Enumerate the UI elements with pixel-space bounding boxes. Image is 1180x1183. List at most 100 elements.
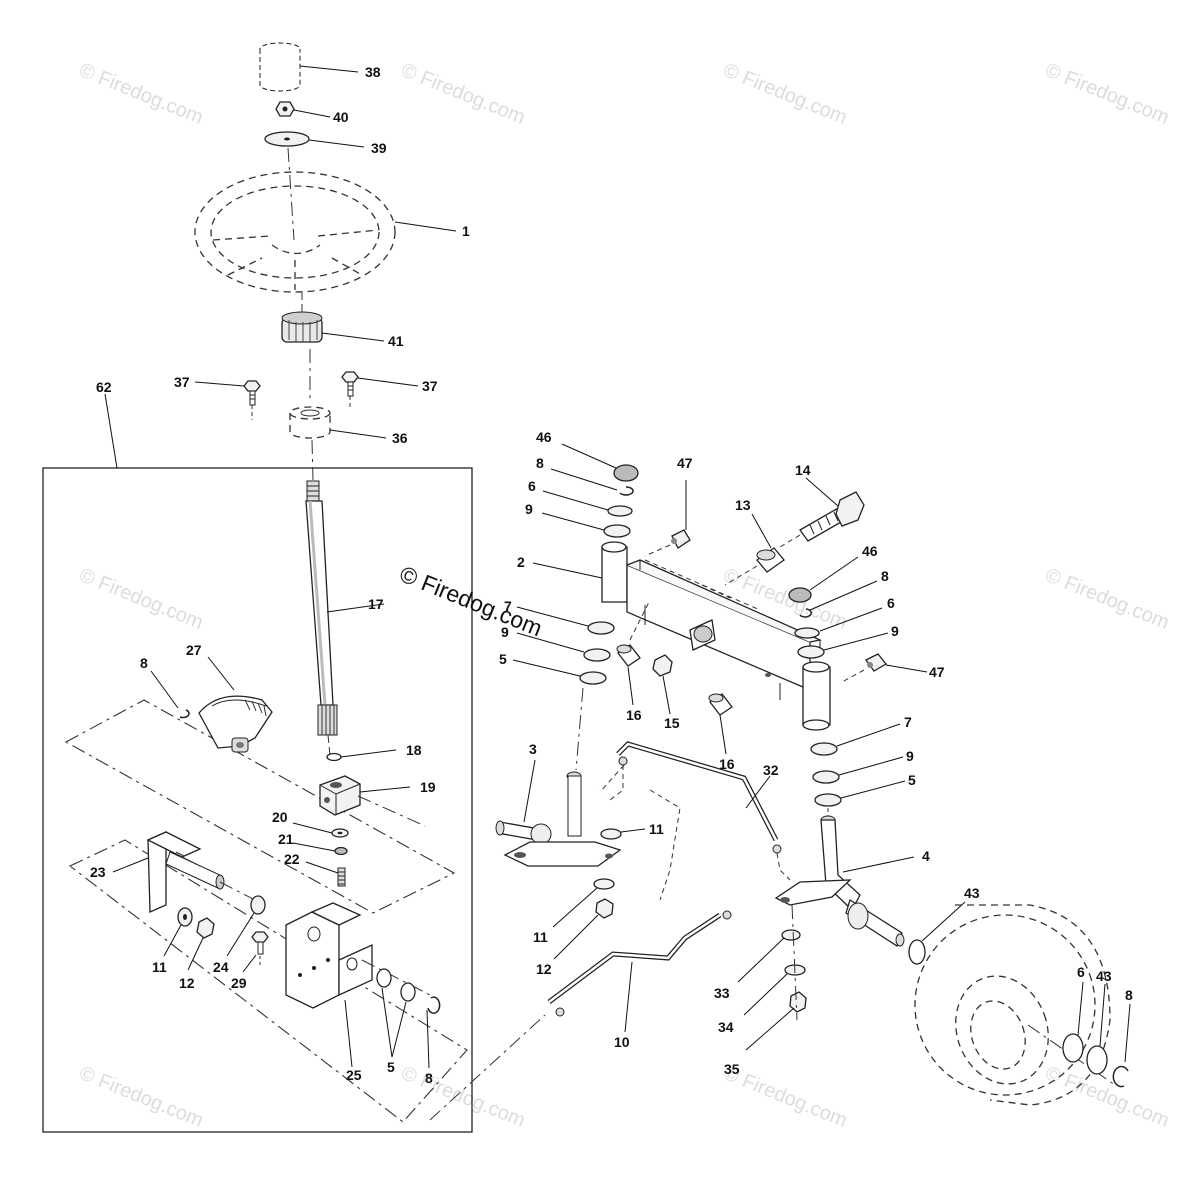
steering-wheel-part-1 [194, 147, 396, 293]
label-16-left: 16 [626, 707, 642, 723]
washer-part-7-right [810, 742, 838, 756]
nut-part-35 [789, 991, 807, 1013]
watermark: © Firedog.com [76, 1062, 206, 1132]
bushing-part-36 [289, 349, 331, 439]
label-29: 29 [231, 975, 247, 991]
label-5-lower: 5 [387, 1059, 395, 1075]
label-23: 23 [90, 864, 106, 880]
label-35: 35 [724, 1061, 740, 1077]
e-clip-part-8-wheel [1112, 1065, 1129, 1088]
label-38: 38 [365, 64, 381, 80]
part-number-labels: 38 40 39 1 41 37 37 36 62 17 27 8 18 19 … [90, 64, 1133, 1086]
label-12-left: 12 [179, 975, 195, 991]
e-clip-part-8-right [799, 608, 812, 618]
label-18: 18 [406, 742, 422, 758]
cap-part-46-right [788, 587, 812, 603]
drag-link-part-10 [547, 764, 732, 1017]
bracket-part-25 [285, 902, 431, 1009]
washer-part-5-right [814, 793, 842, 807]
pin-part-16-left [616, 599, 651, 667]
label-8-gear: 8 [140, 655, 148, 671]
label-1: 1 [462, 223, 470, 239]
cap-part-46-left [613, 464, 639, 482]
nut-part-40 [275, 101, 295, 117]
sector-gear-part-27 [198, 695, 273, 753]
nut-part-15 [652, 654, 673, 677]
pivot-bracket-part-23 [146, 830, 256, 913]
steering-shaft-part-17 [305, 439, 338, 756]
label-17: 17 [368, 596, 384, 612]
washer-part-9-right [797, 645, 825, 659]
label-6-right: 6 [887, 595, 895, 611]
bolt-part-29 [251, 931, 269, 968]
label-19: 19 [420, 779, 436, 795]
washer-part-43-outer [1086, 1045, 1108, 1075]
label-11-left: 11 [152, 959, 167, 975]
washer-part-7-left [587, 621, 615, 635]
center-watermark: © Firedog.com [396, 561, 546, 642]
label-36: 36 [392, 430, 408, 446]
washer-part-43-inner [908, 939, 926, 965]
e-clip-part-8 [179, 709, 190, 719]
washer-part-11-lower [593, 878, 615, 890]
label-6-wheel: 6 [1077, 964, 1085, 980]
label-43-outer: 43 [1096, 968, 1112, 984]
label-13: 13 [735, 497, 751, 513]
label-15: 15 [664, 715, 680, 731]
washer-part-5-a [376, 968, 392, 988]
bushing-part-24 [250, 895, 266, 915]
label-46-left: 46 [536, 429, 552, 445]
label-8-left: 8 [536, 455, 544, 471]
label-3: 3 [529, 741, 537, 757]
label-14: 14 [795, 462, 811, 478]
label-12-right: 12 [536, 961, 552, 977]
e-clip-part-8-lower [427, 996, 441, 1014]
watermark: © Firedog.com [398, 1062, 528, 1132]
pin-part-16-right [708, 693, 733, 716]
label-37-left: 37 [174, 374, 190, 390]
watermark: © Firedog.com [1042, 564, 1172, 634]
watermark: © Firedog.com [720, 1062, 850, 1132]
label-8-right: 8 [881, 568, 889, 584]
label-34: 34 [718, 1019, 734, 1035]
grease-fitting-part-47-left [644, 529, 691, 557]
nut-part-12 [595, 898, 614, 919]
guide-planes [64, 699, 468, 1123]
screw-part-22 [337, 867, 346, 887]
watermark: © Firedog.com [76, 564, 206, 634]
watermark: © Firedog.com [1042, 59, 1172, 129]
label-9-right-lower: 9 [906, 748, 914, 764]
tie-rod-part-32 [609, 741, 791, 881]
axle-beam-part-2 [601, 541, 831, 731]
washer-part-6-right [794, 627, 820, 639]
label-21: 21 [278, 831, 294, 847]
label-47-right: 47 [929, 664, 945, 680]
label-8-wheel: 8 [1125, 987, 1133, 1003]
spacer-part-13 [724, 547, 785, 586]
spindle-part-3 [495, 687, 622, 867]
label-33: 33 [714, 985, 730, 1001]
cap-part-38 [259, 42, 301, 92]
label-47-left: 47 [677, 455, 693, 471]
label-32: 32 [763, 762, 779, 778]
hub-part-41 [281, 292, 323, 343]
watermark: © Firedog.com [720, 59, 850, 129]
watermark: © Firedog.com [398, 59, 528, 129]
label-8-lower: 8 [425, 1070, 433, 1086]
bolt-part-37-right [341, 371, 359, 410]
label-43-inner: 43 [964, 885, 980, 901]
label-2: 2 [517, 554, 525, 570]
label-11-top: 11 [649, 821, 664, 837]
bolt-part-37-left [243, 380, 261, 420]
label-46-right: 46 [862, 543, 878, 559]
label-41: 41 [388, 333, 404, 349]
label-7-right: 7 [904, 714, 912, 730]
washer-part-5-b [400, 982, 416, 1002]
grease-fitting-part-47-right [841, 653, 887, 683]
label-22: 22 [284, 851, 300, 867]
nut-part-12-left [196, 917, 215, 939]
washer-part-39 [264, 131, 310, 147]
e-clip-part-8-left [619, 486, 634, 496]
label-5-right: 5 [908, 772, 916, 788]
